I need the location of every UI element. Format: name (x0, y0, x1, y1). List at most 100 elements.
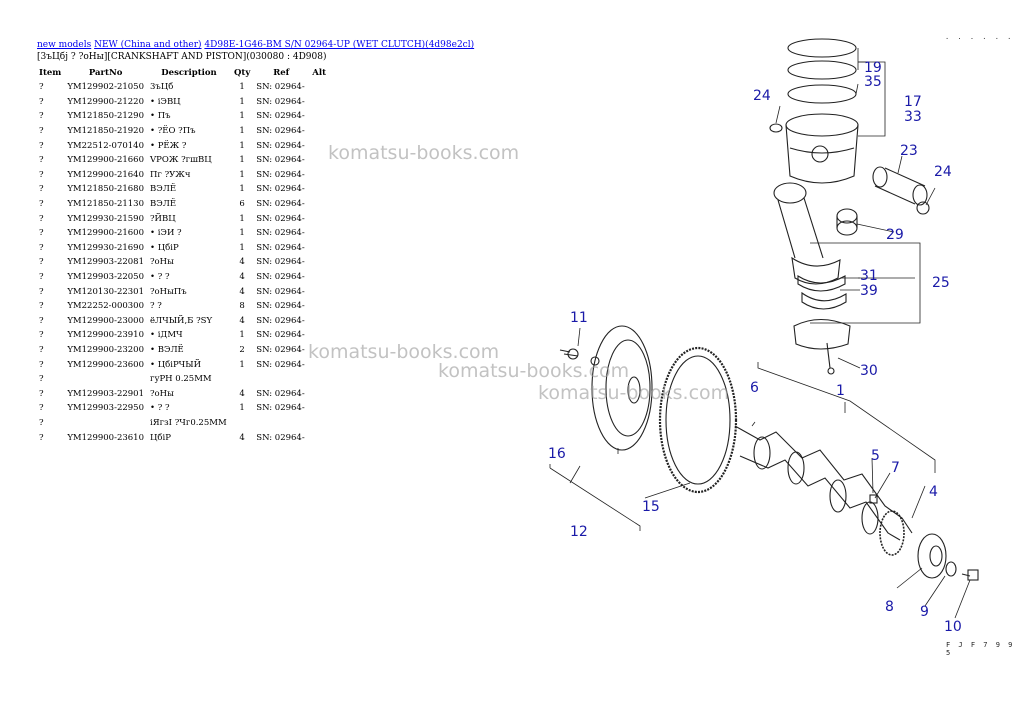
table-row: ?гуРН 0.25MM (36, 372, 329, 387)
cell-alt (309, 182, 329, 197)
cell-alt (309, 168, 329, 183)
callout-1: 1 (836, 383, 845, 399)
cell-ref: SN: 02964- (256, 169, 305, 180)
cell-partno: YM129930-21690 (67, 242, 144, 253)
breadcrumb: new models NEW (China and other) 4D98E-1… (37, 40, 474, 50)
cell-item: ? (39, 359, 44, 370)
cell-item: ? (39, 140, 44, 151)
cell-qty: 1 (239, 111, 245, 122)
cell-item: ? (39, 111, 44, 122)
cell-alt (309, 401, 329, 416)
cell-ref: SN: 02964- (256, 432, 305, 443)
cell-item: ? (39, 82, 44, 93)
cell-ref: SN: 02964- (256, 257, 305, 268)
cell-partno: YM129903-22081 (67, 257, 144, 268)
cell-description: • iДМЧ (150, 330, 183, 341)
cell-description: • ?ЁО ?Пъ (150, 126, 196, 137)
cell-partno: YM129903-22950 (67, 403, 144, 414)
cell-qty (231, 372, 253, 387)
cell-qty: 1 (239, 140, 245, 151)
cell-description: • iЭИ ? (150, 228, 182, 239)
breadcrumb-link-new-models[interactable]: new models (37, 40, 92, 50)
callout-9: 9 (920, 604, 929, 620)
cell-alt (309, 270, 329, 285)
breadcrumb-link-region[interactable]: NEW (China and other) (94, 40, 202, 50)
cell-qty: 1 (239, 403, 245, 414)
cell-ref: SN: 02964- (256, 140, 305, 151)
cell-item: ? (39, 417, 44, 428)
cell-alt (309, 153, 329, 168)
cell-description: 3ъЦб (150, 82, 174, 93)
callout-10: 10 (944, 619, 962, 635)
callout-25: 25 (932, 275, 950, 291)
cell-ref: SN: 02964- (256, 111, 305, 122)
watermark-1: komatsu-books.com (328, 142, 520, 164)
cell-ref: SN: 02964- (256, 344, 305, 355)
header-partno: PartNo (88, 67, 123, 78)
cell-partno: YM129903-22050 (67, 272, 144, 283)
cell-item: ? (39, 155, 44, 166)
breadcrumb-link-model[interactable]: 4D98E-1G46-BM S/N 02964-UP (WET CLUTCH)(… (204, 40, 475, 50)
cell-ref (253, 416, 309, 431)
cell-partno: YM129900-23200 (67, 344, 144, 355)
cell-item: ? (39, 344, 44, 355)
callout-numbers: 19 35 17 33 24 23 24 29 31 39 25 30 11 1… (548, 60, 962, 635)
cell-alt (309, 226, 329, 241)
cell-alt (309, 95, 329, 110)
cell-item: ? (39, 403, 44, 414)
cell-alt (309, 386, 329, 401)
cell-description: ёЛЧЫЙ,Б ?SY (150, 315, 213, 326)
cell-partno: YM129930-21590 (67, 213, 144, 224)
cell-description: ВЭЛЁ (150, 184, 177, 195)
callout-4: 4 (929, 484, 938, 500)
cell-alt (309, 255, 329, 270)
cell-partno: YM129902-21050 (67, 82, 144, 93)
header-qty: Qty (234, 67, 251, 78)
cell-description: • ЦбiРЧЫЙ (150, 359, 202, 370)
cell-ref (253, 372, 309, 387)
cell-description: • Пъ (150, 111, 171, 122)
callout-24-left: 24 (753, 88, 771, 104)
parts-table: Item PartNo Description Qty Ref Alt ?YM1… (36, 65, 329, 445)
cell-qty: 4 (239, 272, 245, 283)
cell-partno: YM121850-21920 (67, 126, 144, 137)
cell-ref: SN: 02964- (256, 330, 305, 341)
cell-item: ? (39, 213, 44, 224)
cell-partno: YM121850-21290 (67, 111, 144, 122)
cell-partno: YM121850-21680 (67, 184, 144, 195)
callout-5: 5 (871, 448, 880, 464)
cell-alt (309, 197, 329, 212)
cell-qty: 1 (239, 330, 245, 341)
cell-description: гуРН 0.25MM (150, 374, 212, 385)
page-title: [3ъЦбj ? ?оНы][CRANKSHAFT AND PISTON](03… (37, 52, 327, 62)
cell-partno (64, 372, 147, 387)
cell-alt (309, 241, 329, 256)
cell-alt (309, 299, 329, 314)
cell-ref: SN: 02964- (256, 126, 305, 137)
cell-item: ? (39, 199, 44, 210)
cell-ref: SN: 02964- (256, 155, 305, 166)
cell-qty: 1 (239, 96, 245, 107)
callout-8: 8 (885, 599, 894, 615)
cell-partno: YM129900-21600 (67, 228, 144, 239)
cell-alt (309, 430, 329, 445)
cell-item: ? (39, 126, 44, 137)
cell-qty: 1 (239, 359, 245, 370)
cell-partno: YM129900-23600 (67, 359, 144, 370)
cell-item: ? (39, 388, 44, 399)
leader-lines (549, 48, 971, 619)
callout-33: 33 (904, 109, 922, 125)
cell-alt (309, 416, 329, 431)
